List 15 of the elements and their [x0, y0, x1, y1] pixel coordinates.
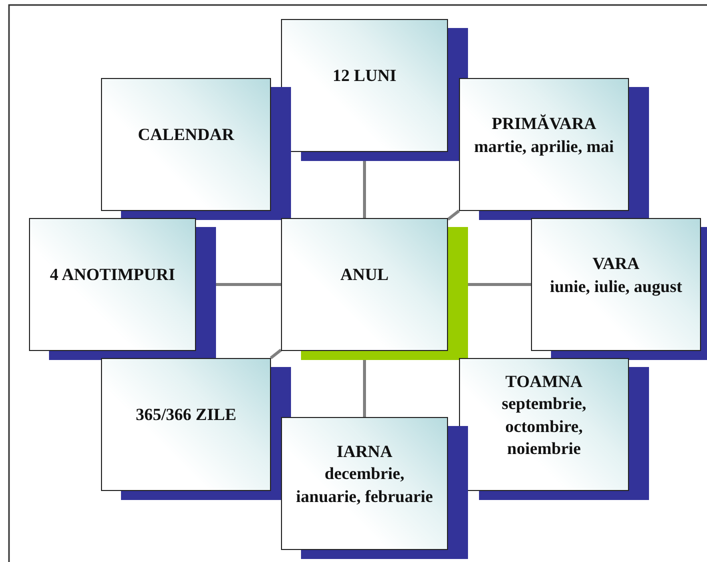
- box-text: septembrie, octombire, noiembrie: [500, 393, 588, 460]
- box-heading: VARA: [592, 253, 640, 276]
- box-heading: 4 ANOTIMPURI: [50, 264, 176, 286]
- box-text: martie, aprilie, mai: [474, 136, 614, 158]
- box-heading: 365/366 ZILE: [136, 404, 236, 426]
- box-heading: IARNA: [336, 441, 392, 464]
- box-heading: CALENDAR: [138, 124, 234, 146]
- box-text: decembrie, ianuarie, februarie: [295, 463, 434, 508]
- box-heading: ANUL: [340, 264, 389, 286]
- connector-line: [270, 348, 282, 360]
- box-text: iunie, iulie, august: [550, 276, 682, 298]
- box-heading: 12 LUNI: [332, 65, 396, 88]
- box-heading: PRIMĂVARA: [492, 113, 596, 136]
- connector-line: [447, 210, 460, 221]
- box-heading: TOAMNA: [505, 371, 583, 394]
